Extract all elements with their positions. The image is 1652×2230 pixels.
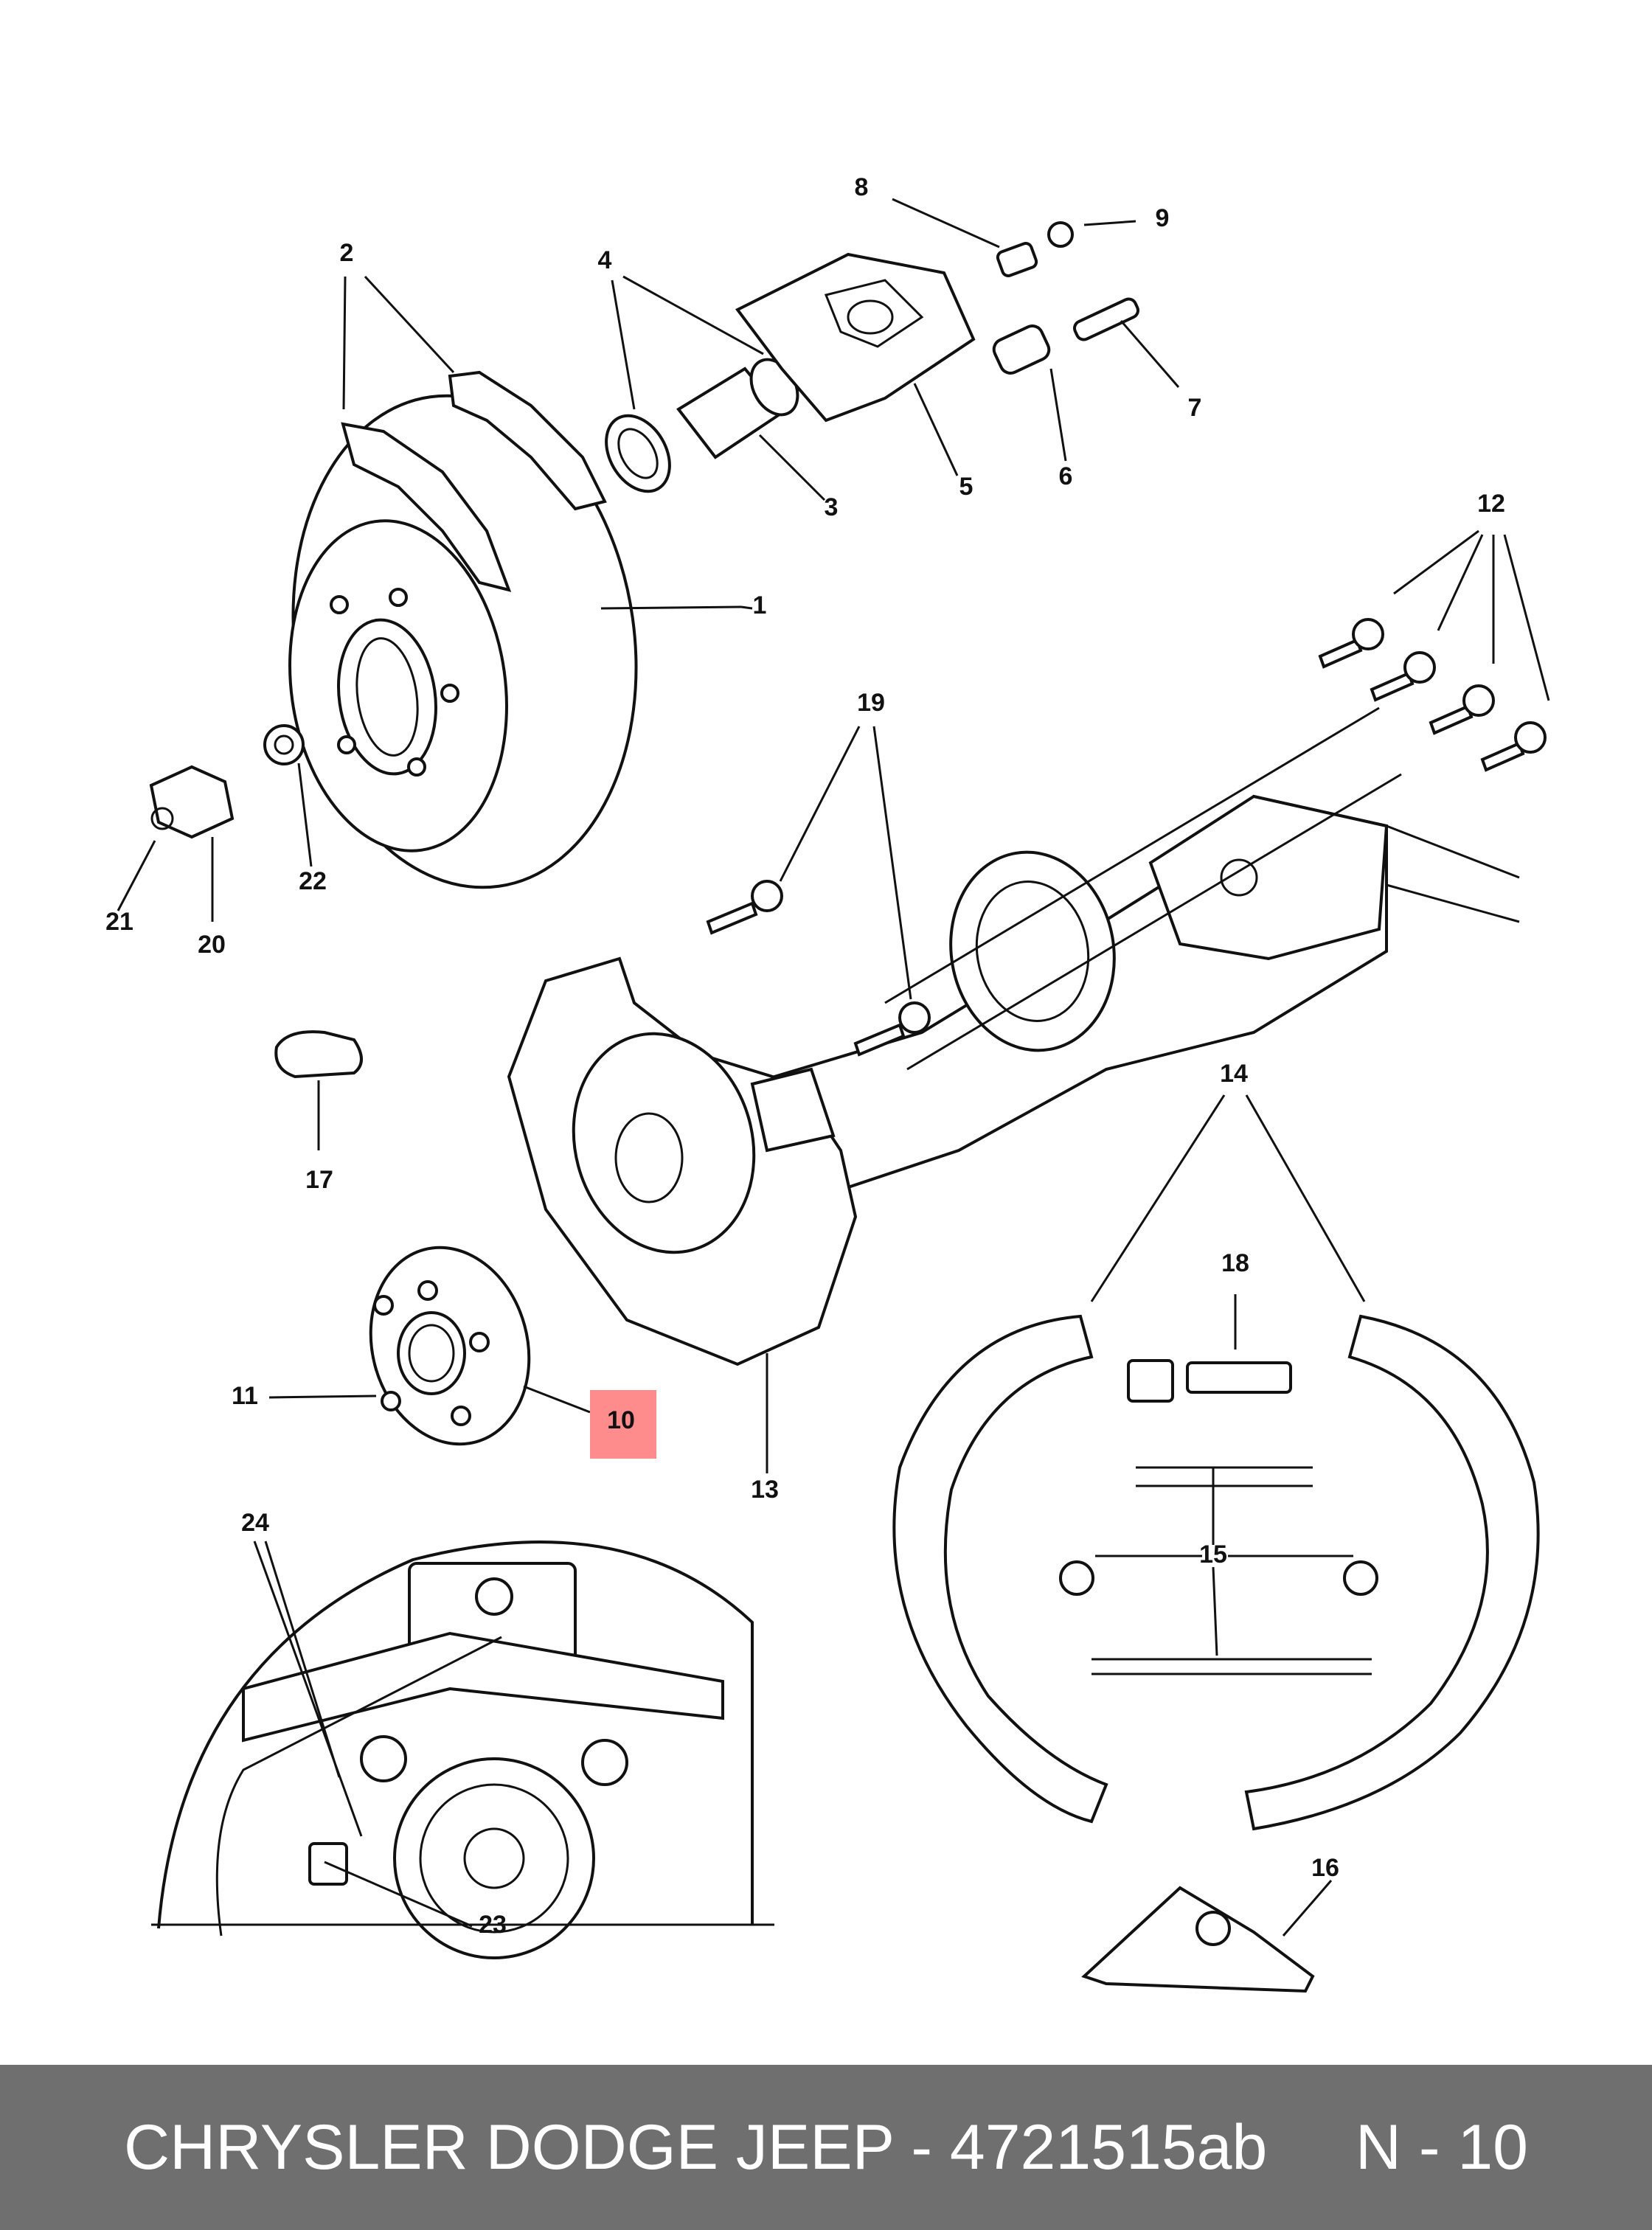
footer-brand: CHRYSLER DODGE JEEP - 4721515ab <box>123 2111 1268 2183</box>
callout-4: 4 <box>598 246 612 274</box>
callout-18: 18 <box>1221 1249 1249 1277</box>
callout-12: 12 <box>1477 490 1505 518</box>
hub-bearing <box>369 1246 531 1446</box>
callout-6: 6 <box>1059 462 1073 490</box>
brake-rotor <box>288 394 638 889</box>
callout-2: 2 <box>340 239 354 267</box>
footer-code: N - 10 <box>1355 2111 1529 2183</box>
callout-22: 22 <box>299 867 327 895</box>
callout-23: 23 <box>479 1911 507 1939</box>
wheel-nut <box>149 724 305 839</box>
callout-24: 24 <box>241 1509 269 1537</box>
callout-9: 9 <box>1156 204 1170 232</box>
callout-15: 15 <box>1199 1540 1227 1569</box>
callout-16: 16 <box>1311 1854 1339 1882</box>
callout-3: 3 <box>825 493 839 521</box>
callout-10: 10 <box>607 1406 635 1434</box>
highlight-box <box>590 1390 656 1459</box>
access-plug <box>274 1030 363 1079</box>
axle-housing <box>706 618 1547 1197</box>
backing-plate <box>507 956 858 1366</box>
callout-20: 20 <box>198 931 226 959</box>
callout-labels: 1 2 3 4 5 6 7 8 9 10 11 12 13 14 15 16 1… <box>105 173 1505 1939</box>
footer-spacer <box>1267 2111 1355 2184</box>
callout-19: 19 <box>857 689 885 717</box>
adjuster-bracket <box>1081 1886 1315 1993</box>
callout-14: 14 <box>1220 1060 1248 1088</box>
callout-7: 7 <box>1188 394 1202 422</box>
brake-pads <box>341 370 607 592</box>
callout-5: 5 <box>959 473 974 501</box>
callout-13: 13 <box>751 1476 779 1504</box>
parking-brake-shoes <box>892 1314 1540 1831</box>
callout-17: 17 <box>305 1166 333 1194</box>
callout-11: 11 <box>232 1382 258 1410</box>
caliper-hardware <box>992 221 1139 375</box>
callout-1: 1 <box>753 591 767 619</box>
sensor-detail-view <box>151 1540 774 1959</box>
brake-caliper <box>605 252 976 493</box>
callout-21: 21 <box>105 908 133 936</box>
parts-diagram: 1 2 3 4 5 6 7 8 9 10 11 12 13 14 15 16 1… <box>105 173 1550 1993</box>
footer-banner: CHRYSLER DODGE JEEP - 4721515ab N - 10 <box>0 2065 1652 2230</box>
leader-lines <box>117 198 1550 1937</box>
callout-8: 8 <box>855 173 869 201</box>
